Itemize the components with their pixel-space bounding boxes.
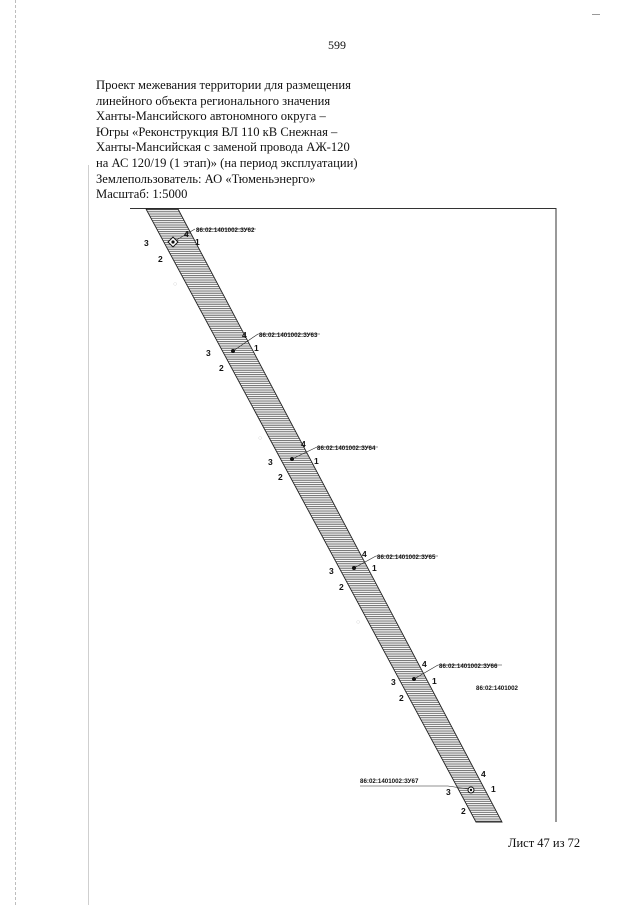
point-label: 1 xyxy=(432,676,437,686)
point-label: 1 xyxy=(254,343,259,353)
quarter-label: 86:02:1401002 xyxy=(476,685,519,692)
point-label: 4 xyxy=(184,229,189,239)
faint-mark: ○ xyxy=(356,619,360,626)
header-line: линейного объекта регионального значения xyxy=(96,93,331,108)
point-label: 3 xyxy=(446,787,451,797)
point-label: 2 xyxy=(339,582,344,592)
plot-label: 86:02:1401002:ЗУ67 xyxy=(360,778,419,785)
header-line: Масштаб: 1:5000 xyxy=(96,187,188,202)
point-label: 1 xyxy=(491,784,496,794)
document-header: Проект межевания территории для размещен… xyxy=(96,78,436,203)
inner-margin-line xyxy=(88,165,89,905)
point-label: 4 xyxy=(481,769,486,779)
point-label: 2 xyxy=(399,693,404,703)
land-plot: 86:02:1401002:ЗУ67 4 1 2 3 xyxy=(360,769,496,816)
point-label: 4 xyxy=(242,330,247,340)
plot-label: 86:02:1401002:ЗУ64 xyxy=(317,445,376,452)
land-plot: 86:02:1401002:ЗУ66 4 1 2 3 xyxy=(391,659,502,703)
point-label: 1 xyxy=(372,563,377,573)
point-label: 1 xyxy=(195,237,200,247)
faint-mark: ○ xyxy=(173,281,177,288)
binding-margin-line xyxy=(15,0,16,905)
corner-mark xyxy=(592,14,600,15)
land-plot: 86:02:1401002:ЗУ65 4 1 2 3 xyxy=(329,549,438,592)
land-plot: 86:02:1401002:ЗУ64 4 1 2 3 xyxy=(268,439,378,482)
corridor-strip xyxy=(145,208,503,823)
point-label: 3 xyxy=(391,677,396,687)
point-label: 2 xyxy=(461,806,466,816)
plot-label: 86:02:1401002:ЗУ63 xyxy=(259,332,318,339)
sheet-number: Лист 47 из 72 xyxy=(508,836,581,850)
point-label: 2 xyxy=(278,472,283,482)
header-line: Землепользователь: АО «Тюменьэнерго» xyxy=(96,171,316,186)
point-label: 1 xyxy=(314,456,319,466)
point-label: 2 xyxy=(219,363,224,373)
land-plot: 86:02:1401002:ЗУ62 4 1 2 3 xyxy=(144,227,256,264)
point-label: 4 xyxy=(301,439,306,449)
header-line: Ханты-Мансийского автономного округа – xyxy=(96,109,326,124)
point-label: 3 xyxy=(268,457,273,467)
point-label: 4 xyxy=(422,659,427,669)
plot-label: 86:02:1401002:ЗУ66 xyxy=(439,663,498,670)
point-label: 4 xyxy=(362,549,367,559)
point-label: 2 xyxy=(158,254,163,264)
plot-label: 86:02:1401002:ЗУ62 xyxy=(196,227,255,234)
header-line: Югры «Реконструкция ВЛ 110 кВ Снежная – xyxy=(96,124,338,139)
header-line: Проект межевания территории для размещен… xyxy=(96,78,351,92)
faint-mark: ○ xyxy=(258,435,262,442)
header-line: на АС 120/19 (1 этап)» (на период эксплу… xyxy=(96,155,358,170)
point-label: 3 xyxy=(206,348,211,358)
land-plot: 86:02:1401002:ЗУ63 4 1 2 3 xyxy=(206,330,320,373)
plot-label: 86:02:1401002:ЗУ65 xyxy=(377,554,436,561)
page-number: 599 xyxy=(328,38,346,52)
point-label: 3 xyxy=(144,238,149,248)
point-label: 3 xyxy=(329,566,334,576)
header-line: Ханты-Мансийская с заменой провода АЖ-12… xyxy=(96,140,350,155)
